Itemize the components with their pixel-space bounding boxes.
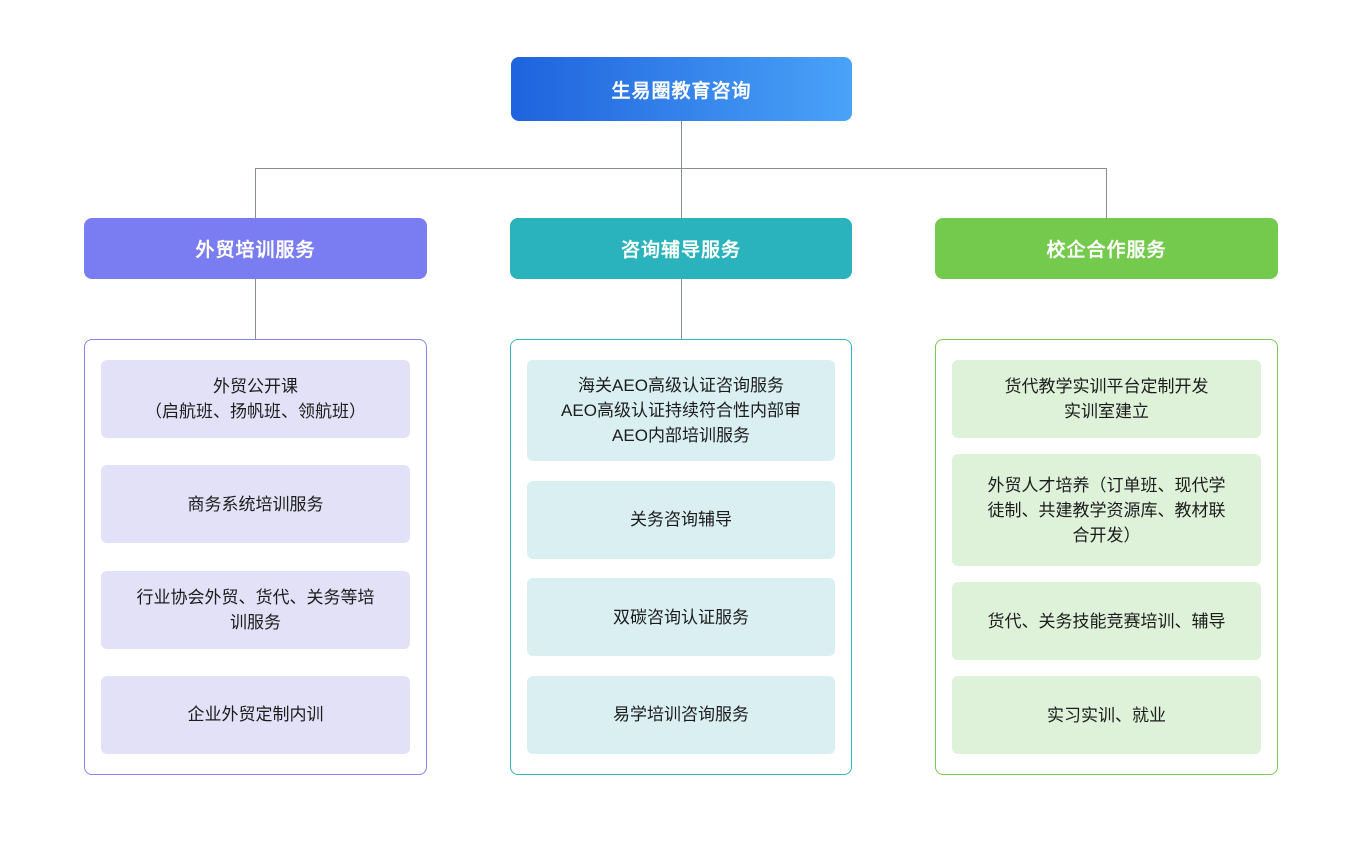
- branch-container-foreign-trade-training: 外贸公开课 （启航班、扬帆班、领航班） 商务系统培训服务 行业协会外贸、货代、关…: [84, 339, 427, 775]
- service-item: 易学培训咨询服务: [527, 675, 835, 754]
- connector-drop-right: [1106, 168, 1107, 219]
- branch-header-foreign-trade-training: 外贸培训服务: [84, 218, 427, 279]
- service-item: 商务系统培训服务: [101, 465, 410, 544]
- service-item: 货代教学实训平台定制开发 实训室建立: [952, 360, 1261, 438]
- service-item: 海关AEO高级认证咨询服务 AEO高级认证持续符合性内部审 AEO内部培训服务: [527, 360, 835, 461]
- connector-root-vertical: [681, 121, 682, 168]
- service-item: 货代、关务技能竞赛培训、辅导: [952, 582, 1261, 660]
- connector-drop-left: [255, 168, 256, 219]
- connector-horizontal: [255, 168, 1106, 169]
- branch-header-consulting-coaching: 咨询辅导服务: [510, 218, 852, 279]
- service-item: 行业协会外贸、货代、关务等培 训服务: [101, 570, 410, 649]
- connector-sub-left: [255, 279, 256, 340]
- service-item: 企业外贸定制内训: [101, 675, 410, 754]
- service-item: 关务咨询辅导: [527, 480, 835, 559]
- branch-container-school-enterprise: 货代教学实训平台定制开发 实训室建立 外贸人才培养（订单班、现代学 徒制、共建教…: [935, 339, 1278, 775]
- service-item: 双碳咨询认证服务: [527, 578, 835, 657]
- service-item: 实习实训、就业: [952, 676, 1261, 754]
- service-item: 外贸公开课 （启航班、扬帆班、领航班）: [101, 360, 410, 438]
- connector-sub-middle: [681, 279, 682, 340]
- service-item: 外贸人才培养（订单班、现代学 徒制、共建教学资源库、教材联 合开发）: [952, 454, 1261, 566]
- root-node: 生易圈教育咨询: [511, 57, 852, 121]
- branch-header-school-enterprise: 校企合作服务: [935, 218, 1278, 279]
- branch-container-consulting-coaching: 海关AEO高级认证咨询服务 AEO高级认证持续符合性内部审 AEO内部培训服务 …: [510, 339, 852, 775]
- connector-drop-middle: [681, 168, 682, 219]
